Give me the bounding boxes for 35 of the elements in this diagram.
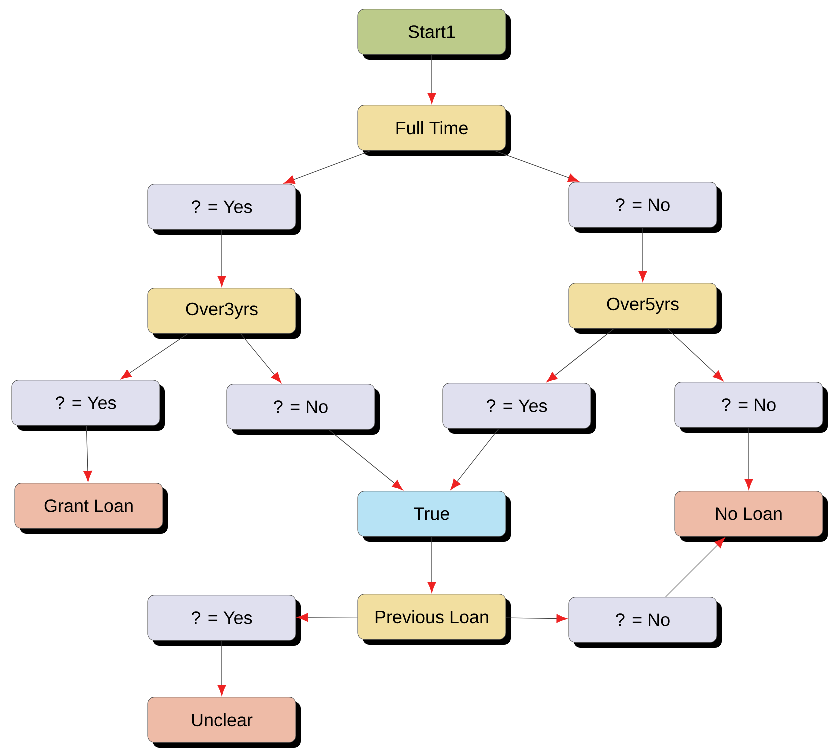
process-box: ? = Yes xyxy=(12,380,165,431)
arrow xyxy=(284,150,372,184)
arrow xyxy=(240,334,282,384)
arrow xyxy=(218,640,226,696)
arrow xyxy=(120,334,188,380)
arrow xyxy=(428,54,436,104)
process-box: ? = Yes xyxy=(442,383,596,434)
process-box: ? = No xyxy=(226,384,380,435)
process-box: No Loan xyxy=(674,491,828,542)
arrow xyxy=(506,614,568,624)
arrow xyxy=(666,538,726,598)
process-box: Grant Loan xyxy=(14,483,168,534)
arrow xyxy=(494,150,580,182)
arrow xyxy=(84,426,92,482)
arrow xyxy=(744,428,754,490)
arrow xyxy=(450,428,500,490)
arrow xyxy=(638,228,648,282)
process-box: Over5yrs xyxy=(568,283,722,334)
process-box: Previous Loan xyxy=(358,594,511,645)
process-box: ? = No xyxy=(674,382,828,433)
process-box: ? = Yes xyxy=(148,595,301,646)
process-box: ? = No xyxy=(568,182,722,233)
process-box: Full Time xyxy=(358,105,511,156)
arrow xyxy=(297,613,358,622)
process-box: ? = No xyxy=(568,597,722,648)
process-box: Unclear xyxy=(148,697,301,748)
arrow xyxy=(667,328,724,382)
process-box: True xyxy=(358,491,511,542)
arrow xyxy=(328,430,404,491)
process-box: Start1 xyxy=(358,9,511,60)
arrow xyxy=(428,536,436,594)
arrow xyxy=(546,328,614,383)
process-box: ? = Yes xyxy=(148,184,301,235)
arrow xyxy=(218,230,226,288)
process-box: Over3yrs xyxy=(148,288,301,339)
